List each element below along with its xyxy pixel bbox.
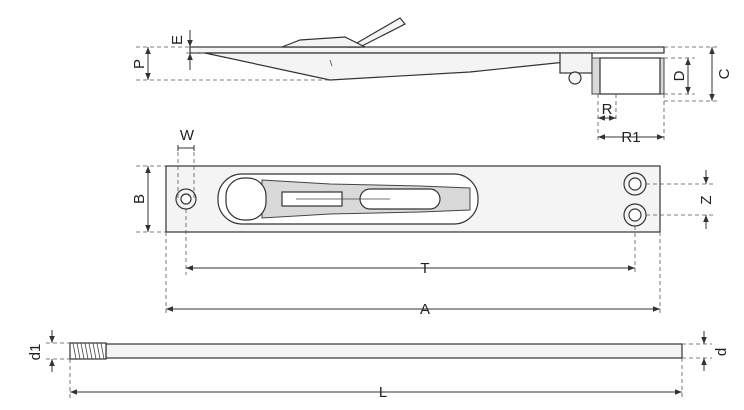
label-D: D [671, 70, 688, 81]
thread-lines [72, 342, 105, 360]
side-pin [568, 71, 582, 85]
rod-body [105, 343, 683, 359]
side-bolt-housing [559, 52, 593, 74]
label-d: d [713, 348, 730, 356]
label-R1: R1 [621, 129, 640, 146]
side-lever [347, 17, 406, 48]
side-view: E P C D R R1 [131, 17, 733, 146]
side-body [204, 52, 586, 81]
side-lever-base [281, 36, 366, 48]
label-B: B [131, 194, 148, 204]
label-P: P [131, 59, 148, 69]
side-face-plate [189, 46, 665, 54]
label-W: W [180, 127, 195, 144]
label-C: C [716, 68, 733, 79]
label-T: T [420, 260, 429, 277]
label-R: R [602, 101, 613, 118]
label-d1: d1 [27, 344, 44, 361]
label-A: A [420, 301, 430, 318]
front-view: W B Z T A [131, 127, 715, 318]
label-Z: Z [698, 195, 715, 204]
rod-view: d1 d L [27, 330, 730, 401]
label-E: E [169, 35, 186, 45]
label-L: L [379, 384, 387, 401]
